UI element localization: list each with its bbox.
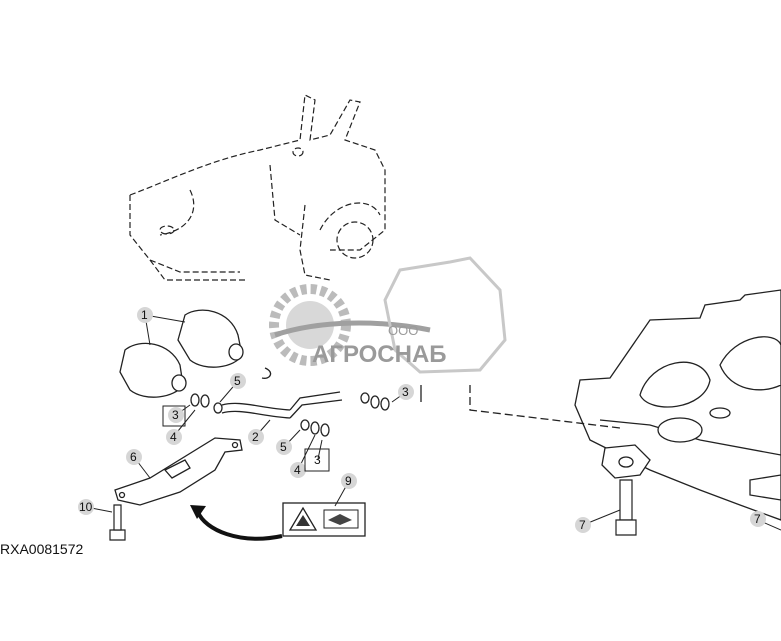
callout-6: 6 <box>130 450 137 464</box>
callout-5b: 5 <box>280 440 287 454</box>
callout-9: 9 <box>345 474 352 488</box>
callout-3a: 3 <box>172 408 179 422</box>
warning-decal <box>282 502 366 537</box>
frame-outline <box>129 94 386 281</box>
callout-10: 10 <box>79 500 93 514</box>
callout-5a: 5 <box>234 374 241 388</box>
callout-labels: 1 2 3 3 3 4 4 5 5 6 7 7 9 10 <box>79 308 761 532</box>
callout-1: 1 <box>141 308 148 322</box>
accumulator-cylinders <box>119 309 244 398</box>
bolt-7 <box>615 479 637 536</box>
drawing-id: RXA0081572 <box>0 541 84 557</box>
hose-assembly <box>190 367 422 437</box>
callouts <box>78 307 766 533</box>
platform-right <box>574 289 781 521</box>
callout-3b: 3 <box>402 385 409 399</box>
curved-arrow <box>190 505 283 541</box>
callout-2: 2 <box>252 430 259 444</box>
watermark-company: АГРОСНАБ <box>312 341 447 368</box>
watermark: ООО АГРОСНАБ <box>269 256 507 374</box>
mounting-bracket <box>114 437 243 506</box>
alignment-line <box>469 385 621 429</box>
callout-7a: 7 <box>579 518 586 532</box>
callout-4b: 4 <box>294 463 301 477</box>
callout-4a: 4 <box>170 430 177 444</box>
callout-3c: 3 <box>314 453 321 467</box>
bolt-10 <box>109 504 126 541</box>
callout-7b: 7 <box>754 512 761 526</box>
watermark-prefix: ООО <box>388 323 418 338</box>
